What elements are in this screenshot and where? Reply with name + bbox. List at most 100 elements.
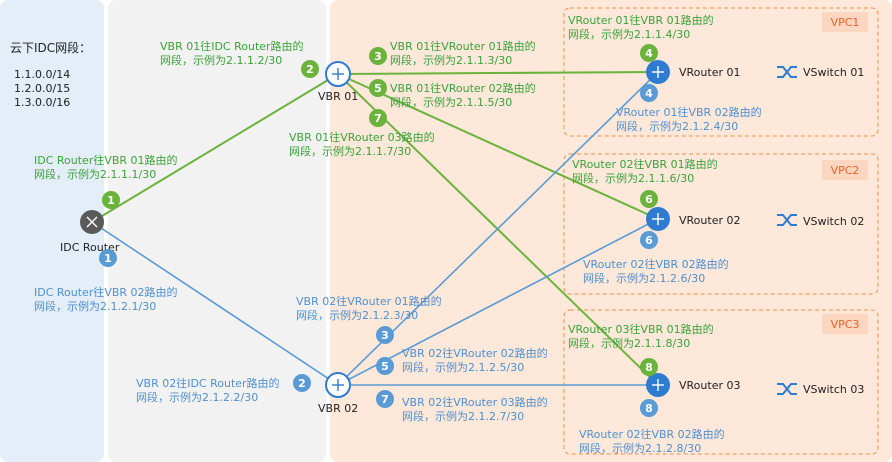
router-icon: [86, 216, 98, 228]
vrouter01-label: VRouter 01: [679, 66, 740, 79]
badge-vr01-green: [640, 44, 658, 62]
badge-idc-green: [102, 191, 120, 209]
label-vbr02-vr02-line2: 网段，示例为2.1.2.5/30: [402, 360, 524, 374]
vswitch02-label: VSwitch 02: [803, 215, 864, 228]
label-vr03-vbr01-line1: VRouter 03往VBR 01路由的: [568, 322, 714, 336]
label-vbr01-vr01-line1: VBR 01往VRouter 01路由的: [390, 39, 536, 53]
badge-vr03-blue-num: 8: [645, 402, 653, 415]
router-icon: [652, 213, 664, 225]
label-idc-vbr01-line1: IDC Router往VBR 01路由的: [34, 153, 178, 167]
badge-vbr01-in: [301, 60, 319, 78]
label-vbr01-vr01-line2: 网段，示例为2.1.1.3/30: [390, 53, 512, 67]
link-idc-vbr02: [91, 221, 339, 386]
badge-vr01-blue: [640, 84, 658, 102]
vpc1-tag: [822, 12, 868, 32]
offline-segment-1: 1.1.0.0/14: [14, 68, 70, 81]
badge-vbr01-vr03-num: 7: [374, 112, 382, 125]
vbr01-node[interactable]: [325, 61, 351, 87]
vswitch-icon: [777, 214, 797, 226]
label-vr02-vbr02-line2: 网段，示例为2.1.2.6/30: [583, 271, 705, 285]
idc-router-node[interactable]: [80, 210, 104, 234]
label-vr02-vbr01-line1: VRouter 02往VBR 01路由的: [572, 157, 718, 171]
label-vr03-vbr02-line1: VRouter 02往VBR 02路由的: [579, 427, 725, 441]
badge-vbr02-vr02: [376, 357, 394, 375]
badge-vr03-green-num: 8: [645, 361, 653, 374]
link-vbr01-vr01: [337, 71, 659, 75]
router-icon: [652, 66, 664, 78]
router-icon: [332, 68, 344, 80]
vswitch-icon: [777, 66, 797, 78]
badge-vr01-blue-num: 4: [645, 87, 653, 100]
label-vbr02-idc-line1: VBR 02往IDC Router路由的: [136, 376, 280, 390]
badge-vr02-blue: [640, 231, 658, 249]
vswitch01-node[interactable]: [777, 66, 797, 78]
badge-vbr02-vr01: [376, 326, 394, 344]
vrouter01-node[interactable]: [646, 60, 670, 84]
label-vr01-vbr02-line1: VRouter 01往VBR 02路由的: [616, 105, 762, 119]
vrouter02-node[interactable]: [646, 207, 670, 231]
badge-vbr02-vr01-num: 3: [381, 329, 389, 342]
vpc3-box: [563, 309, 879, 455]
badge-vbr01-vr01: [369, 47, 387, 65]
badge-vbr01-in-num: 2: [306, 63, 314, 76]
vpc2-tag: [822, 160, 868, 180]
router-icon: [332, 379, 344, 391]
vbr01-label: VBR 01: [318, 90, 358, 103]
router-icon: [652, 379, 664, 391]
label-idc-vbr01-line2: 网段，示例为2.1.1.1/30: [34, 167, 156, 181]
badge-vr03-blue: [640, 399, 658, 417]
vswitch02-node[interactable]: [777, 214, 797, 226]
label-vbr01-vr02-line1: VBR 01往VRouter 02路由的: [390, 81, 536, 95]
vbr02-label: VBR 02: [318, 402, 358, 415]
badge-vr01-green-num: 4: [645, 47, 653, 60]
badge-vr02-green: [640, 190, 658, 208]
badge-vbr01-vr02: [369, 79, 387, 97]
badge-vbr01-vr03: [369, 109, 387, 127]
label-vbr02-idc-line2: 网段，示例为2.1.2.2/30: [136, 390, 258, 404]
link-idc-vbr01: [91, 73, 339, 223]
badge-idc-blue: [99, 249, 117, 267]
vbr02-node[interactable]: [325, 372, 351, 398]
offline-segment-2: 1.2.0.0/15: [14, 82, 70, 95]
badge-idc-green-num: 1: [107, 194, 115, 207]
badge-vbr01-vr01-num: 3: [374, 50, 382, 63]
idc-zone: [0, 0, 104, 462]
badge-vr02-blue-num: 6: [645, 234, 653, 247]
vswitch03-node[interactable]: [777, 383, 797, 395]
label-idc-vbr02-line1: IDC Router往VBR 02路由的: [34, 285, 178, 299]
label-vbr01-vr02-line2: 网段，示例为2.1.1.5/30: [390, 95, 512, 109]
badge-vbr02-vr03-num: 7: [381, 393, 389, 406]
vpc2-label: VPC2: [831, 164, 860, 177]
label-vbr02-vr03-line2: 网段，示例为2.1.2.7/30: [402, 409, 524, 423]
vrouter03-label: VRouter 03: [679, 379, 740, 392]
vswitch03-label: VSwitch 03: [803, 383, 864, 396]
offline-segments-title: 云下IDC网段：: [10, 40, 91, 55]
badge-idc-blue-num: 1: [104, 252, 112, 265]
label-vbr01-idc-line1: VBR 01往IDC Router路由的: [160, 39, 304, 53]
cloud-zone: [330, 0, 892, 462]
badge-vr03-green: [640, 358, 658, 376]
label-vr01-vbr02-line2: 网段，示例为2.1.2.4/30: [616, 119, 738, 133]
vswitch-icon: [777, 383, 797, 395]
vpc3-tag: [822, 314, 868, 334]
label-vbr02-vr03-line1: VBR 02往VRouter 03路由的: [402, 395, 548, 409]
vpc3-label: VPC3: [831, 318, 860, 331]
badge-vbr02-in-num: 2: [298, 377, 306, 390]
label-vr03-vbr02-line2: 网段，示例为2.1.2.8/30: [579, 441, 701, 455]
label-vbr01-vr03-line1: VBR 01往VRouter 03路由的: [289, 130, 435, 144]
badge-vbr01-vr02-num: 5: [374, 82, 382, 95]
vswitch01-label: VSwitch 01: [803, 66, 864, 79]
label-vr02-vbr01-line2: 网段，示例为2.1.1.6/30: [572, 171, 694, 185]
vrouter03-node[interactable]: [646, 373, 670, 397]
badge-vbr02-in: [293, 374, 311, 392]
label-vbr02-vr01-line1: VBR 02往VRouter 01路由的: [296, 294, 442, 308]
label-vr01-vbr01-line1: VRouter 01往VBR 01路由的: [568, 13, 714, 27]
label-vr03-vbr01-line2: 网段，示例为2.1.1.8/30: [568, 336, 690, 350]
link-vbr01-vr02: [337, 73, 659, 220]
label-vbr02-vr01-line2: 网段，示例为2.1.2.3/30: [296, 308, 418, 322]
label-vbr02-vr02-line1: VBR 02往VRouter 02路由的: [402, 346, 548, 360]
badge-vbr02-vr03: [376, 390, 394, 408]
label-vr01-vbr01-line2: 网段，示例为2.1.1.4/30: [568, 27, 690, 41]
label-vr02-vbr02-line1: VRouter 02往VBR 02路由的: [583, 257, 729, 271]
